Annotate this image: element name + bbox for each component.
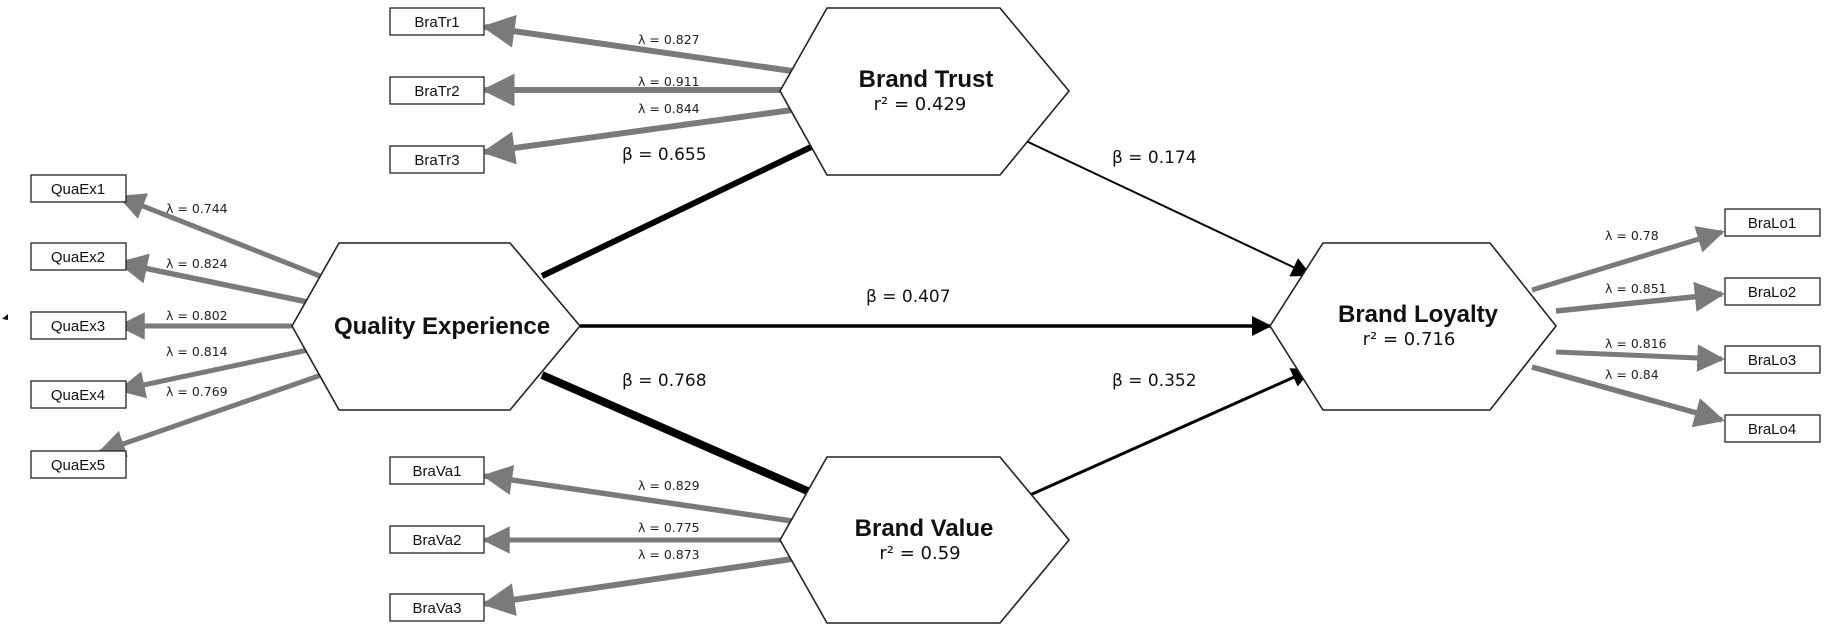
loading-labels: λ = 0.827 λ = 0.911 λ = 0.844 λ = 0.744 … (166, 32, 1667, 562)
indicator-bratr2: BraTr2 (389, 76, 485, 105)
construct-brand-trust: Brand Trust r² = 0.429 (779, 7, 1071, 176)
indicator-label: BraLo4 (1748, 421, 1796, 438)
corner-triangle-icon (2, 314, 8, 320)
loading-label-brava2: λ = 0.775 (638, 520, 700, 535)
loading-arrow-bralo1 (1531, 226, 1725, 293)
loading-label-quaex2: λ = 0.824 (166, 256, 228, 271)
loading-arrows (97, 14, 1726, 617)
indicator-bralo3: BraLo3 (1724, 345, 1821, 374)
indicator-label: BraTr2 (414, 83, 459, 100)
loading-label-bratr1: λ = 0.827 (638, 32, 700, 47)
indicator-bratr3: BraTr3 (389, 145, 485, 174)
path-label-qe-bl: β = 0.407 (866, 287, 951, 307)
construct-brand-loyalty: Brand Loyalty r² = 0.716 (1269, 242, 1558, 411)
construct-quality-experience: Quality Experience (291, 242, 582, 411)
path-labels: β = 0.655 β = 0.768 β = 0.407 β = 0.174 … (622, 145, 1197, 391)
loading-arrow-quaex1 (117, 193, 331, 283)
loading-arrow-bralo2 (1555, 281, 1726, 314)
indicator-label: QuaEx2 (51, 249, 105, 266)
indicator-bratr1: BraTr1 (389, 7, 485, 36)
indicator-label: QuaEx3 (51, 318, 105, 335)
loading-label-bralo2: λ = 0.851 (1605, 281, 1667, 296)
path-label-bt-bl: β = 0.174 (1112, 148, 1197, 168)
loading-label-quaex4: λ = 0.814 (166, 344, 228, 359)
path-arrow-qe-bt (540, 134, 834, 279)
path-label-qe-bt: β = 0.655 (622, 145, 707, 165)
path-label-bv-bl: β = 0.352 (1112, 371, 1197, 391)
indicator-label: BraLo2 (1748, 284, 1796, 301)
indicator-brava3: BraVa3 (389, 593, 485, 622)
indicator-quaex3: QuaEx3 (30, 311, 127, 340)
construct-name: Brand Value (855, 515, 994, 542)
loading-arrow-brava3 (481, 556, 793, 617)
structural-paths (540, 134, 1312, 504)
loading-label-quaex5: λ = 0.769 (166, 384, 228, 399)
loading-arrow-bratr1 (481, 14, 793, 74)
construct-r2: r² = 0.59 (879, 543, 960, 564)
loading-arrow-bratr3 (481, 107, 793, 165)
indicator-label: QuaEx1 (51, 181, 105, 198)
indicator-brava2: BraVa2 (389, 525, 485, 554)
indicator-label: BraVa3 (413, 600, 462, 617)
indicator-label: BraVa1 (413, 463, 462, 480)
indicator-brava1: BraVa1 (389, 456, 485, 485)
indicator-label: BraLo3 (1748, 352, 1796, 369)
loading-label-bralo3: λ = 0.816 (1605, 336, 1667, 351)
construct-name: Quality Experience (334, 313, 550, 340)
indicator-label: BraTr3 (414, 152, 459, 169)
indicator-quaex1: QuaEx1 (30, 174, 127, 203)
loading-label-bralo1: λ = 0.78 (1605, 228, 1659, 243)
indicator-label: QuaEx5 (51, 457, 105, 474)
indicator-quaex2: QuaEx2 (30, 242, 127, 271)
loading-label-brava3: λ = 0.873 (638, 547, 700, 562)
loading-label-bratr3: λ = 0.844 (638, 101, 700, 116)
indicator-label: BraLo1 (1748, 215, 1796, 232)
indicator-quaex5: QuaEx5 (30, 450, 127, 479)
indicator-label: BraTr1 (414, 14, 459, 31)
construct-r2: r² = 0.429 (874, 94, 967, 115)
indicator-bralo1: BraLo1 (1724, 208, 1821, 237)
loading-label-brava1: λ = 0.829 (638, 478, 700, 493)
loading-arrow-bralo4 (1531, 364, 1725, 428)
indicator-bralo2: BraLo2 (1724, 277, 1821, 306)
path-label-qe-bv: β = 0.768 (622, 371, 707, 391)
indicator-bralo4: BraLo4 (1724, 414, 1821, 443)
loading-label-bralo4: λ = 0.84 (1605, 367, 1659, 382)
path-arrow-bt-bl (1025, 140, 1312, 277)
loading-label-quaex3: λ = 0.802 (166, 308, 228, 323)
loading-arrow-bralo3 (1555, 344, 1725, 372)
path-arrow-bv-bl (1029, 368, 1312, 497)
loading-arrow-quaex4 (117, 344, 323, 399)
construct-brand-value: Brand Value r² = 0.59 (779, 456, 1071, 624)
loading-arrow-brava1 (482, 464, 793, 524)
construct-r2: r² = 0.716 (1363, 329, 1456, 350)
construct-name: Brand Loyalty (1338, 301, 1499, 328)
path-arrow-qe-bv (540, 371, 830, 504)
indicator-label: QuaEx4 (51, 387, 105, 404)
indicator-quaex4: QuaEx4 (30, 380, 127, 409)
indicator-label: BraVa2 (413, 532, 462, 549)
loading-arrow-quaex2 (117, 253, 323, 308)
loading-arrow-quaex5 (97, 369, 331, 457)
loading-label-quaex1: λ = 0.744 (166, 201, 228, 216)
loading-label-bratr2: λ = 0.911 (638, 74, 700, 89)
construct-name: Brand Trust (859, 66, 994, 93)
